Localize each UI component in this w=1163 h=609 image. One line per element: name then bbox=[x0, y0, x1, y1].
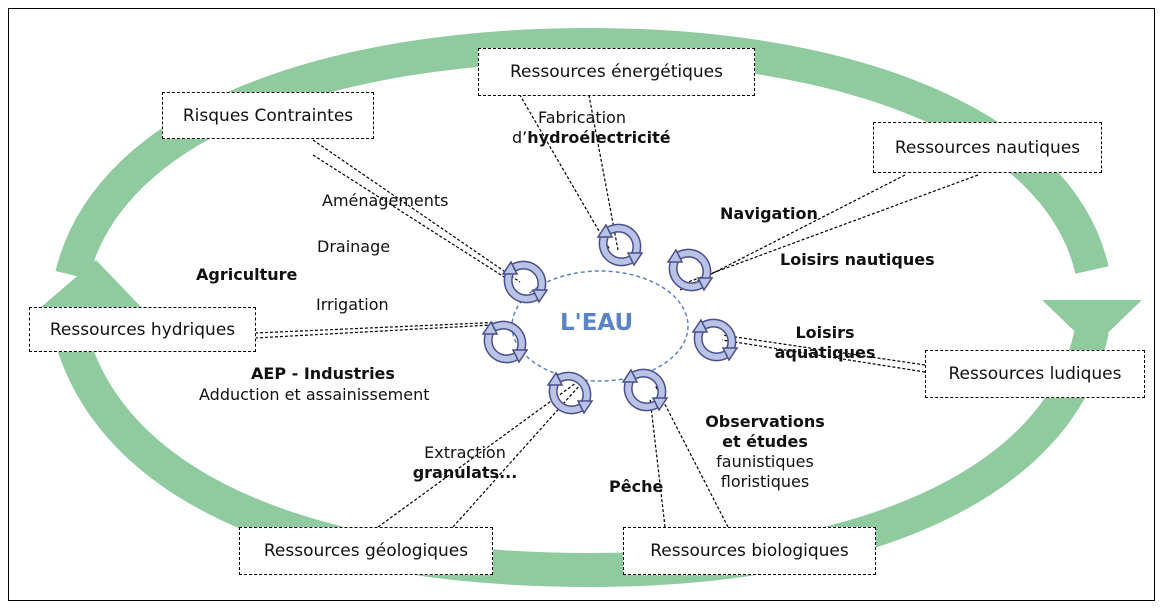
box-ressources-geologiques: Ressources géologiques bbox=[239, 527, 493, 575]
box-ressources-hydriques: Ressources hydriques bbox=[29, 307, 256, 352]
label-extraction: Extraction bbox=[424, 443, 506, 462]
label-agriculture: Agriculture bbox=[196, 265, 298, 284]
label-hydro-line: d’hydroélectricité bbox=[512, 128, 671, 148]
center-label: L'EAU bbox=[560, 310, 634, 336]
swirl-arrow-icon bbox=[693, 320, 737, 360]
label-floristiques: floristiques bbox=[720, 472, 810, 491]
label-navigation: Navigation bbox=[720, 204, 818, 223]
box-ressources-biologiques: Ressources biologiques bbox=[623, 527, 876, 575]
label-hydro-prefix: d’ bbox=[512, 128, 528, 147]
label-adduction: Adduction et assainissement bbox=[199, 385, 430, 404]
swirl-arrow-icon bbox=[623, 370, 667, 410]
box-ressources-energetiques: Ressources énergétiques bbox=[478, 48, 755, 96]
label-extraction-granulats: Extraction granulats... bbox=[405, 443, 525, 483]
box-ressources-nautiques: Ressources nautiques bbox=[873, 122, 1102, 173]
label-fabrication-line1: Fabrication bbox=[538, 108, 626, 127]
label-fabrication: Fabrication d’hydroélectricité bbox=[512, 108, 671, 148]
label-loisirs-aquatiques: Loisirs aquatiques bbox=[770, 323, 880, 363]
label-amenagements: Aménagements bbox=[322, 191, 449, 210]
label-irrigation: Irrigation bbox=[316, 295, 389, 314]
label-loisirs: Loisirs bbox=[795, 323, 855, 342]
label-aquatiques: aquatiques bbox=[774, 343, 876, 362]
connector-lines bbox=[254, 89, 979, 528]
label-aep-industries: AEP - Industries bbox=[251, 364, 395, 383]
swirl-arrow-icon bbox=[503, 262, 547, 302]
label-hydro: hydroélectricité bbox=[527, 128, 671, 147]
box-risques-contraintes: Risques Contraintes bbox=[162, 92, 374, 139]
label-faunistiques: faunistiques bbox=[716, 452, 814, 471]
label-granulats: granulats... bbox=[412, 463, 518, 482]
label-peche: Pêche bbox=[609, 477, 664, 496]
swirl-arrow-icon bbox=[598, 225, 642, 265]
swirl-arrow-icon bbox=[668, 250, 712, 290]
diagram-frame bbox=[8, 8, 1155, 601]
label-etudes: et études bbox=[722, 432, 808, 451]
label-loisirs-nautiques: Loisirs nautiques bbox=[780, 250, 935, 269]
label-observations: Observations et études faunistiques flor… bbox=[690, 412, 840, 492]
swirl-arrow-icon bbox=[483, 322, 527, 362]
label-drainage: Drainage bbox=[317, 237, 391, 256]
label-observations-line1: Observations bbox=[705, 412, 825, 431]
box-ressources-ludiques: Ressources ludiques bbox=[925, 350, 1145, 398]
swirl-arrow-icon bbox=[548, 373, 592, 413]
